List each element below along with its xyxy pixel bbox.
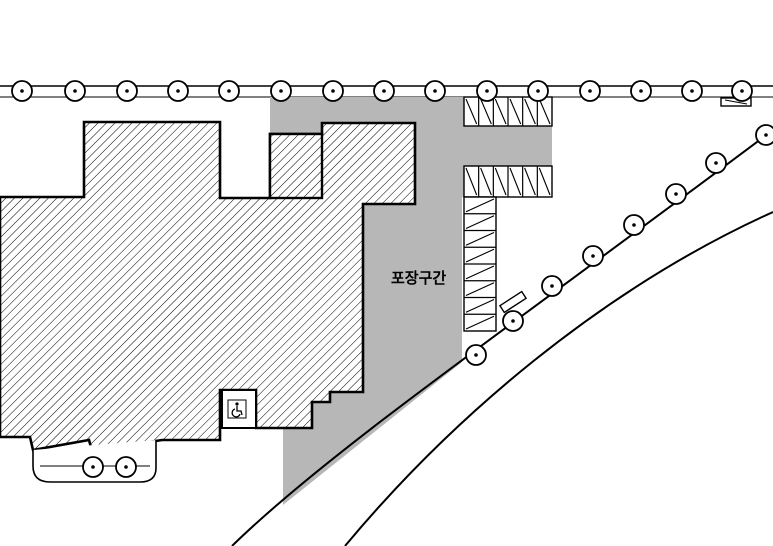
tree-icon [579, 80, 601, 102]
tree-icon [705, 152, 727, 174]
road-edge-lines [231, 129, 773, 546]
tree-icon [64, 80, 86, 102]
tree-icon [167, 80, 189, 102]
tree-icon [731, 80, 753, 102]
tree-icon [218, 80, 240, 102]
tree-icon [82, 456, 104, 478]
tree-icon [116, 80, 138, 102]
tree-icon [115, 456, 137, 478]
tree-icon [630, 80, 652, 102]
tree-icon [527, 80, 549, 102]
tree-icon [465, 344, 487, 366]
tree-icon [541, 275, 563, 297]
tree-icon [502, 310, 524, 332]
tree-row-top [11, 80, 753, 102]
parking-stalls-row-2 [463, 165, 553, 198]
tree-icon [373, 80, 395, 102]
tree-icon [623, 214, 645, 236]
tree-icon [270, 80, 292, 102]
utility-box-road [498, 290, 528, 314]
parking-stalls-column [463, 196, 497, 332]
tree-icon [681, 80, 703, 102]
tree-icon [582, 245, 604, 267]
tree-icon [424, 80, 446, 102]
tree-icon [11, 80, 33, 102]
tree-icon [322, 80, 344, 102]
tree-icon [755, 124, 773, 146]
tree-icon [476, 80, 498, 102]
accessible-parking-space [221, 389, 257, 429]
tree-icon [665, 183, 687, 205]
wheelchair-icon [227, 399, 247, 419]
paved-area-label: 포장구간 [391, 269, 446, 287]
building-annex [268, 132, 324, 200]
